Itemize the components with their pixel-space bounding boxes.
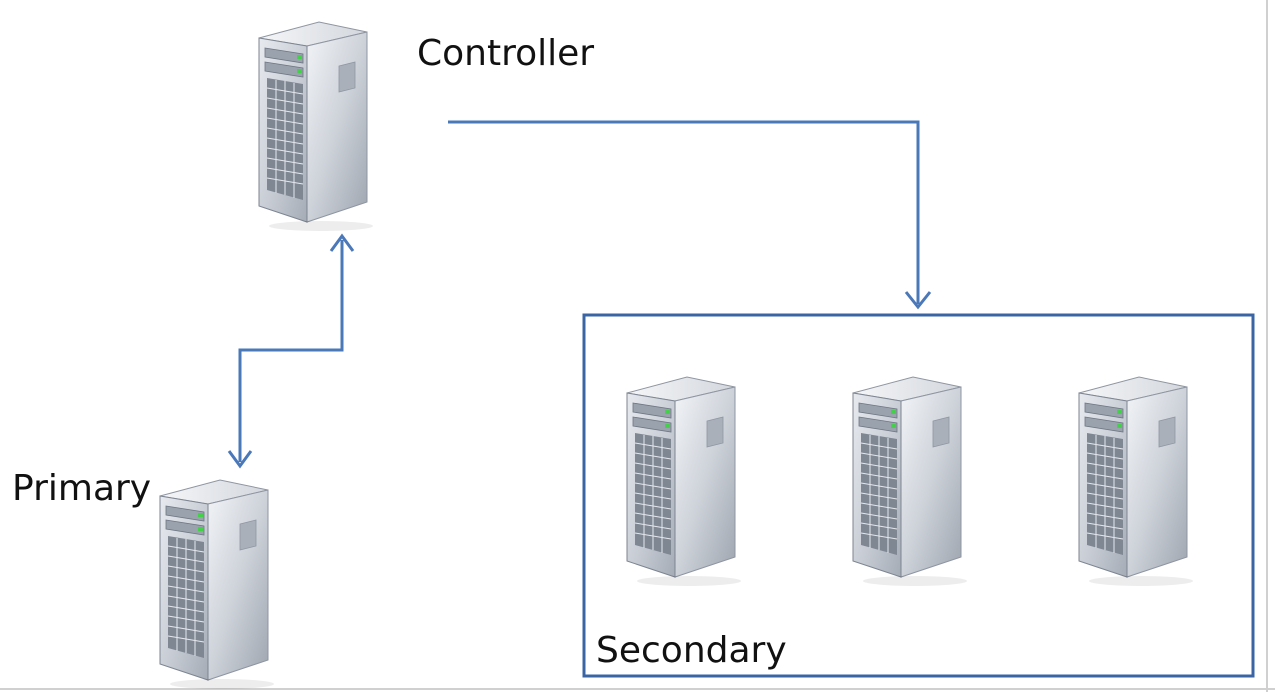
arrowhead-up xyxy=(329,233,355,252)
secondary-server-2-icon xyxy=(852,376,968,587)
arrowhead-down xyxy=(904,291,932,310)
secondary-group-box xyxy=(582,313,1255,678)
primary-label: Primary xyxy=(12,468,152,509)
secondary-server-1-icon xyxy=(626,376,742,587)
controller-server-icon xyxy=(258,21,374,232)
controller-label: Controller xyxy=(417,33,595,74)
secondary-label: Secondary xyxy=(596,630,787,671)
secondary-server-3-icon xyxy=(1078,376,1194,587)
controller-to-secondary-connector xyxy=(448,120,932,310)
arrowhead-down xyxy=(227,450,253,469)
primary-controller-connector xyxy=(227,233,355,469)
primary-server-icon xyxy=(159,479,275,690)
